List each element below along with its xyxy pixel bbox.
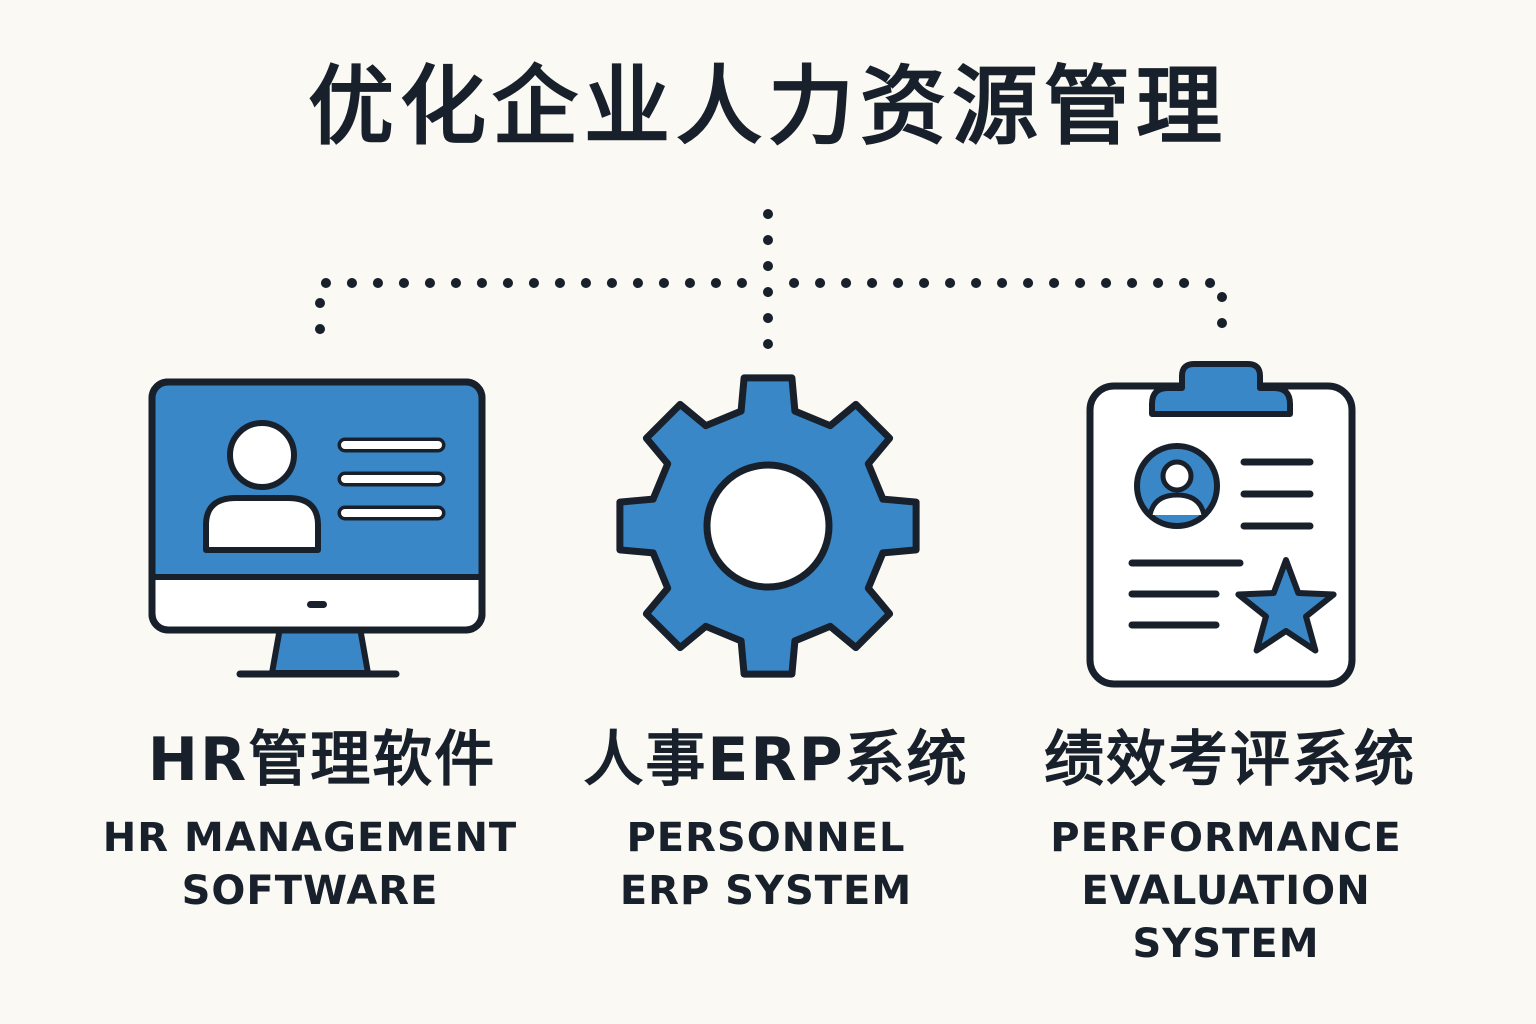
node-label-zh-hr-software: HR管理软件 — [147, 725, 497, 795]
label-line: SOFTWARE — [181, 868, 439, 914]
label-line: ERP SYSTEM — [619, 868, 913, 914]
label-line: EVALUATION — [1081, 868, 1371, 914]
page-title: 优化企业人力资源管理 — [308, 57, 1228, 157]
label-line: HR MANAGEMENT — [102, 815, 518, 861]
label-line: SYSTEM — [1132, 921, 1320, 967]
label-line: PERSONNEL — [626, 815, 906, 861]
gear-icon — [616, 374, 920, 678]
clipboard-star-icon — [1086, 361, 1356, 688]
label-line: PERFORMANCE — [1050, 815, 1402, 861]
connector-branch-left — [315, 278, 747, 342]
connector-branch-right — [789, 278, 1227, 342]
node-label-en-hr-software: HR MANAGEMENT SOFTWARE — [80, 812, 540, 918]
node-label-zh-erp-system: 人事ERP系统 — [583, 725, 969, 795]
node-label-en-erp-system: PERSONNEL ERP SYSTEM — [536, 812, 996, 918]
node-label-en-performance-system: PERFORMANCE EVALUATION SYSTEM — [996, 812, 1456, 971]
computer-monitor-profile-icon — [148, 378, 486, 678]
node-label-zh-performance-system: 绩效考评系统 — [1044, 725, 1416, 795]
